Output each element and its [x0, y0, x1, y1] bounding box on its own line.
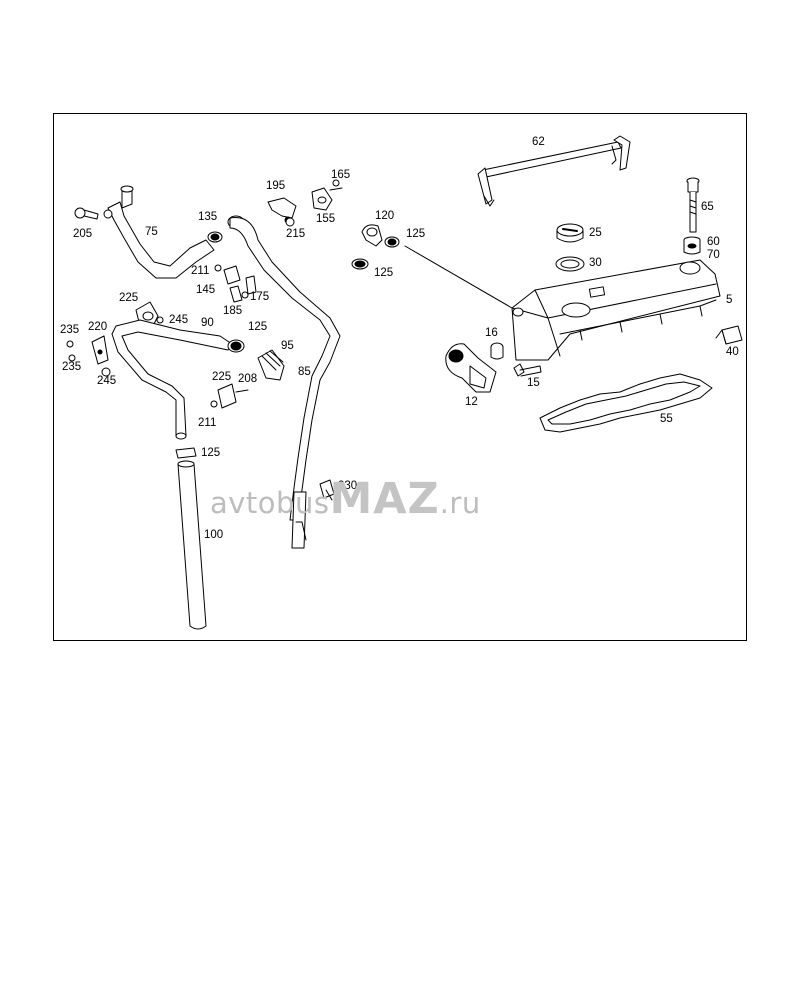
part-205-bolt	[74, 207, 99, 220]
part-211-small-bracket	[214, 264, 257, 303]
part-125-clamp-3	[175, 447, 197, 459]
watermark: avtobusMAZ.ru	[210, 474, 481, 524]
callout-245b: 245	[97, 375, 117, 387]
callout-12: 12	[465, 396, 478, 408]
callout-125c: 125	[248, 321, 268, 333]
callout-65: 65	[701, 201, 714, 213]
callout-135: 135	[198, 211, 218, 223]
part-95-boot	[257, 349, 285, 381]
callout-195: 195	[266, 180, 286, 192]
callout-62: 62	[532, 136, 545, 148]
leader-line	[404, 245, 513, 309]
part-25-cap	[556, 223, 584, 243]
part-100-tube	[177, 460, 207, 630]
part-155-bracket	[311, 187, 333, 211]
part-220-bracket	[66, 335, 111, 377]
diagram-frame	[53, 113, 747, 641]
callout-95: 95	[281, 340, 294, 352]
part-75-pipe	[103, 185, 215, 279]
callout-211a: 211	[191, 265, 210, 277]
callout-185: 185	[223, 305, 243, 317]
part-60-grommet	[683, 236, 701, 255]
callout-211b: 211	[198, 417, 217, 429]
callout-25: 25	[589, 227, 602, 239]
callout-125a: 125	[406, 228, 426, 240]
callout-55: 55	[660, 413, 673, 425]
callout-15: 15	[527, 377, 540, 389]
part-15-screw	[513, 363, 542, 377]
part-5-valve-cover	[511, 259, 721, 361]
callout-85: 85	[298, 366, 311, 378]
callout-215: 215	[286, 228, 306, 240]
callout-220: 220	[88, 321, 108, 333]
callout-155: 155	[316, 213, 336, 225]
callout-70: 70	[707, 249, 720, 261]
part-16-plug	[490, 342, 504, 360]
part-65-bolt	[686, 177, 700, 233]
callout-225a: 225	[119, 292, 139, 304]
part-55-gasket	[539, 373, 713, 433]
callout-225b: 225	[212, 371, 232, 383]
part-125-clamp-2	[227, 339, 245, 353]
callout-60: 60	[707, 236, 720, 248]
part-120-elbow	[361, 224, 383, 247]
part-90-hose	[111, 319, 233, 440]
part-215-nut	[285, 217, 295, 227]
callout-175: 175	[250, 291, 270, 303]
part-85-hose	[227, 215, 341, 549]
callout-100: 100	[204, 529, 224, 541]
callout-235b: 235	[62, 361, 82, 373]
callout-235a: 235	[60, 324, 80, 336]
callout-205: 205	[73, 228, 93, 240]
part-125-clamp	[351, 236, 400, 270]
part-208-bracket	[210, 383, 249, 409]
part-62-bracket	[477, 135, 631, 207]
part-30-seal-ring	[555, 256, 585, 272]
callout-120: 120	[375, 210, 395, 222]
callout-75: 75	[145, 226, 158, 238]
part-12-plate	[445, 343, 497, 393]
part-165-nut	[329, 179, 343, 191]
callout-16: 16	[485, 327, 498, 339]
callout-30: 30	[589, 257, 602, 269]
parts-diagram	[66, 135, 743, 630]
callout-165: 165	[331, 169, 351, 181]
callout-125d: 125	[201, 447, 221, 459]
part-135-clamp	[207, 231, 223, 243]
callout-125b: 125	[374, 267, 394, 279]
part-40-clip	[715, 325, 743, 345]
callout-230: 230	[338, 480, 358, 492]
callout-245a: 245	[169, 314, 189, 326]
callout-145: 145	[196, 284, 216, 296]
callout-90: 90	[201, 317, 214, 329]
part-230-clip	[319, 479, 335, 501]
callout-208: 208	[238, 373, 258, 385]
callout-5: 5	[726, 294, 733, 306]
callout-40: 40	[726, 346, 739, 358]
